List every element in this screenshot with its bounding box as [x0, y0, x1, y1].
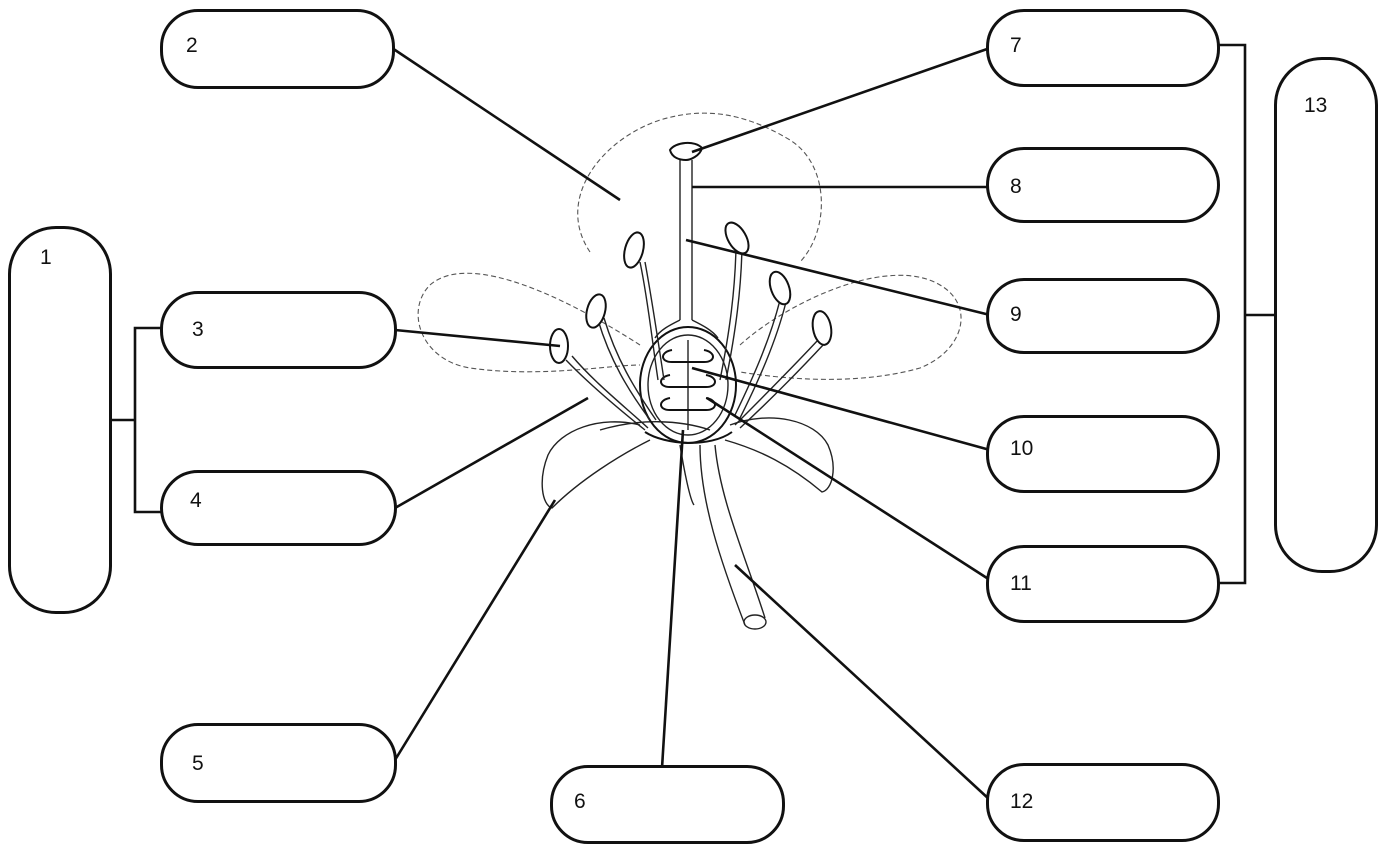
- leader-5: [395, 500, 555, 760]
- label-number-2: 2: [186, 34, 198, 58]
- label-number-11: 11: [1010, 572, 1032, 596]
- label-number-5: 5: [192, 752, 204, 776]
- label-number-12: 12: [1010, 790, 1033, 814]
- label-number-3: 3: [192, 318, 204, 342]
- label-box-13[interactable]: [1274, 57, 1378, 573]
- label-number-13: 13: [1304, 94, 1327, 118]
- leader-2: [392, 48, 620, 200]
- leader-12: [735, 565, 990, 800]
- leader-4: [395, 398, 588, 508]
- leader-lines: [392, 48, 990, 800]
- label-number-7: 7: [1010, 34, 1022, 58]
- label-number-4: 4: [190, 489, 202, 513]
- leader-6: [662, 430, 683, 768]
- bracket-1: [110, 328, 165, 512]
- label-number-6: 6: [574, 790, 586, 814]
- label-box-1[interactable]: [8, 226, 112, 614]
- leader-3: [395, 330, 560, 346]
- label-number-9: 9: [1010, 303, 1022, 327]
- label-number-1: 1: [40, 246, 52, 270]
- leader-10: [692, 368, 990, 450]
- label-number-10: 10: [1010, 437, 1033, 461]
- bracket-13: [1218, 45, 1277, 583]
- leader-11: [707, 398, 990, 580]
- leader-7: [692, 48, 990, 152]
- flower-illustration: [418, 113, 961, 629]
- label-number-8: 8: [1010, 175, 1022, 199]
